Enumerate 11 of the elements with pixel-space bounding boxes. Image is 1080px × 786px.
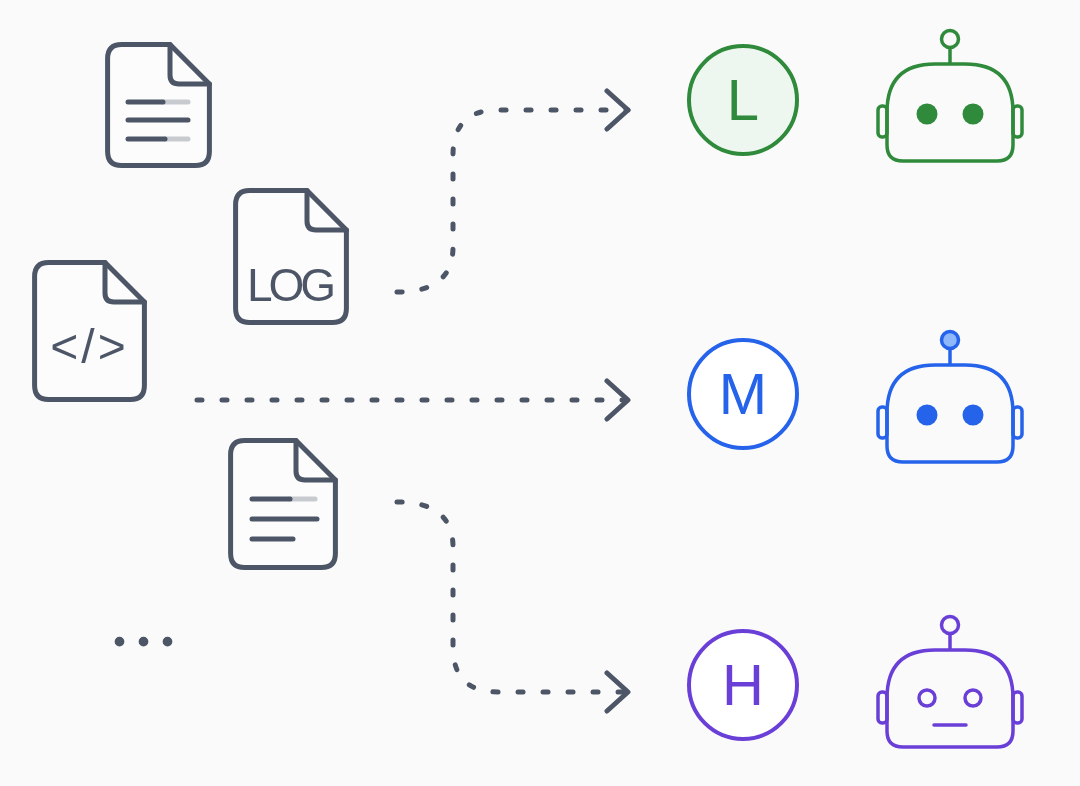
dashed-arrow bbox=[394, 499, 631, 714]
document-icon bbox=[228, 438, 338, 570]
ellipsis-label: ... bbox=[112, 596, 184, 656]
letter-circle: L bbox=[687, 44, 799, 156]
document-icon bbox=[105, 42, 212, 168]
letter-circle: M bbox=[687, 338, 799, 450]
dashed-arrow bbox=[394, 88, 631, 295]
code-symbol-label: </> bbox=[50, 323, 129, 371]
letter-circle: H bbox=[687, 629, 799, 741]
dashed-arrow bbox=[194, 378, 631, 422]
file-type-label: LOG bbox=[246, 262, 334, 308]
